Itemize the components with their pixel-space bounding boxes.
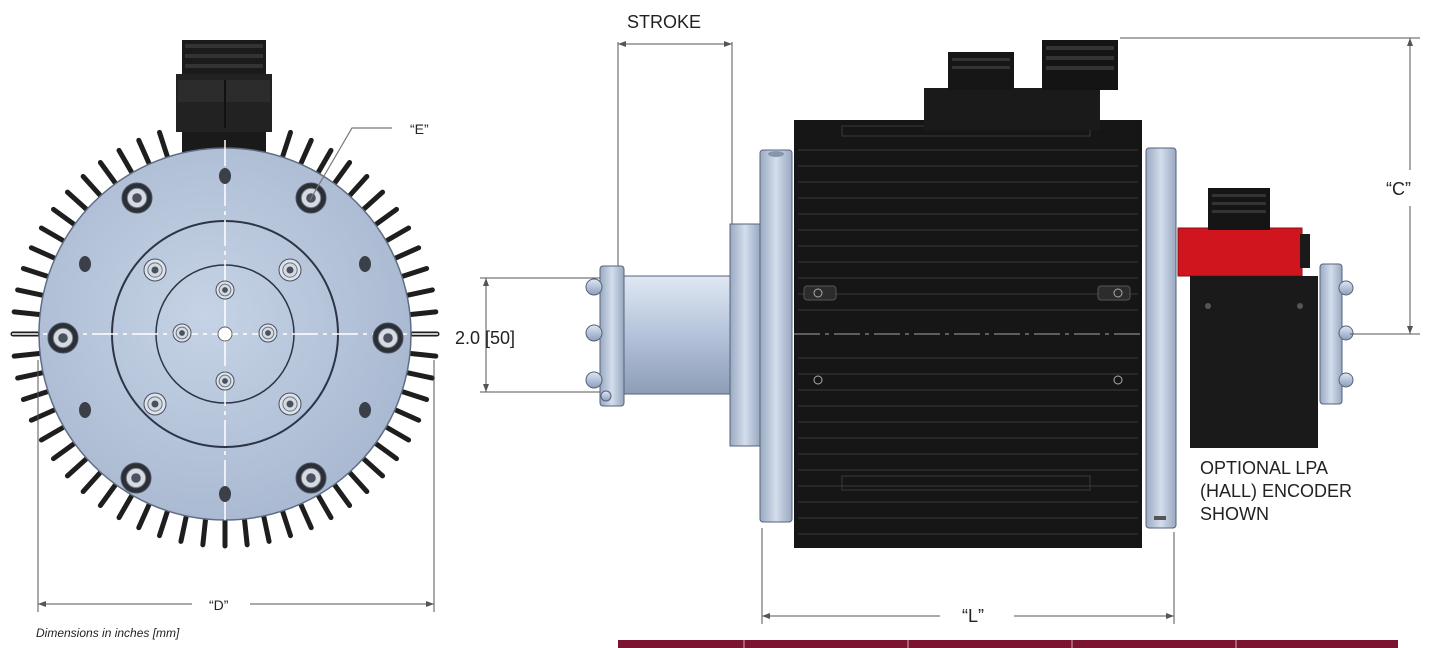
- bolt: [143, 258, 167, 282]
- encoder-note: OPTIONAL LPA (HALL) ENCODER SHOWN: [1200, 457, 1352, 526]
- fin: [178, 509, 190, 544]
- rear-plate: [1145, 147, 1177, 529]
- fin: [278, 129, 294, 164]
- fin: [357, 189, 386, 215]
- label-e: “E”: [410, 121, 429, 137]
- fin: [388, 405, 422, 423]
- fin: [344, 173, 370, 202]
- label-c: “C”: [1386, 179, 1411, 199]
- bolt: [278, 258, 302, 282]
- fin: [50, 206, 81, 230]
- front-bolts: [47, 168, 404, 502]
- fin: [329, 478, 353, 509]
- fin: [344, 466, 370, 495]
- fin: [369, 438, 400, 462]
- bolt: [143, 392, 167, 416]
- label-shaft-dim: 2.0 [50]: [455, 328, 515, 348]
- fin: [403, 309, 439, 318]
- encoder-note-line: SHOWN: [1200, 504, 1269, 524]
- dimension-c: “C”: [1120, 37, 1420, 335]
- fin: [38, 422, 70, 443]
- bolt: [215, 280, 235, 300]
- fin: [260, 509, 272, 544]
- fin: [313, 489, 334, 521]
- fin: [116, 489, 137, 521]
- fin: [64, 453, 93, 479]
- fin: [64, 189, 93, 215]
- fin: [395, 265, 430, 281]
- fin: [11, 350, 47, 359]
- fin: [136, 497, 154, 531]
- fin: [395, 387, 430, 403]
- label-stroke: STROKE: [627, 12, 701, 32]
- fin: [400, 287, 435, 299]
- bolt: [120, 462, 152, 494]
- fin: [313, 147, 334, 179]
- fin: [97, 478, 121, 509]
- spec-table-header: [618, 640, 1398, 648]
- fin: [380, 225, 412, 246]
- fin: [200, 512, 209, 548]
- fin: [357, 453, 386, 479]
- bolt: [295, 462, 327, 494]
- fin: [11, 309, 47, 318]
- cooling-fins: [10, 129, 440, 549]
- fin: [136, 137, 154, 171]
- fin: [329, 159, 353, 190]
- mounting-hole: [219, 168, 231, 184]
- fin: [296, 497, 314, 531]
- center-hole: [217, 326, 233, 342]
- mounting-hole: [219, 486, 231, 502]
- fin: [38, 225, 70, 246]
- dimension-l: “L”: [761, 528, 1175, 626]
- fin: [278, 504, 294, 539]
- bolt: [258, 323, 278, 343]
- dimensions-caption: Dimensions in inches [mm]: [36, 626, 180, 640]
- dimension-stroke: STROKE: [617, 12, 733, 282]
- fin: [369, 206, 400, 230]
- mounting-hole: [359, 256, 371, 272]
- bolt: [172, 323, 192, 343]
- bolt: [372, 322, 404, 354]
- bolt: [215, 371, 235, 391]
- rod-assembly: [585, 149, 793, 523]
- mounting-hole: [359, 402, 371, 418]
- fin: [388, 245, 422, 263]
- bolt: [121, 182, 153, 214]
- side-view: STROKE 2.0 [50]: [455, 12, 1420, 648]
- label-l: “L”: [962, 606, 984, 626]
- fin: [28, 405, 62, 423]
- fin: [20, 265, 55, 281]
- fin: [156, 129, 172, 164]
- mounting-hole: [79, 402, 91, 418]
- front-connector: [176, 40, 272, 162]
- bolt: [278, 392, 302, 416]
- fin: [97, 159, 121, 190]
- fin: [296, 137, 314, 171]
- fin: [50, 438, 81, 462]
- dimension-shaft: 2.0 [50]: [455, 277, 600, 393]
- fin: [80, 173, 106, 202]
- encoder-note-line: (HALL) ENCODER: [1200, 481, 1353, 501]
- fin: [380, 422, 412, 443]
- encoder-note-line: OPTIONAL LPA: [1200, 458, 1329, 478]
- label-d: “D”: [209, 597, 229, 613]
- fin: [80, 466, 106, 495]
- fin: [241, 512, 250, 548]
- dimension-d: “D”: [37, 360, 435, 613]
- fin: [403, 350, 439, 359]
- fin: [28, 245, 62, 263]
- fin: [400, 369, 435, 381]
- encoder: [1177, 188, 1354, 448]
- bolt: [47, 322, 79, 354]
- front-view: “E” “D”: [10, 40, 440, 613]
- fin: [15, 369, 50, 381]
- mounting-hole: [79, 256, 91, 272]
- fin: [156, 504, 172, 539]
- fin: [116, 147, 137, 179]
- fin: [15, 287, 50, 299]
- motor-body: [794, 40, 1142, 548]
